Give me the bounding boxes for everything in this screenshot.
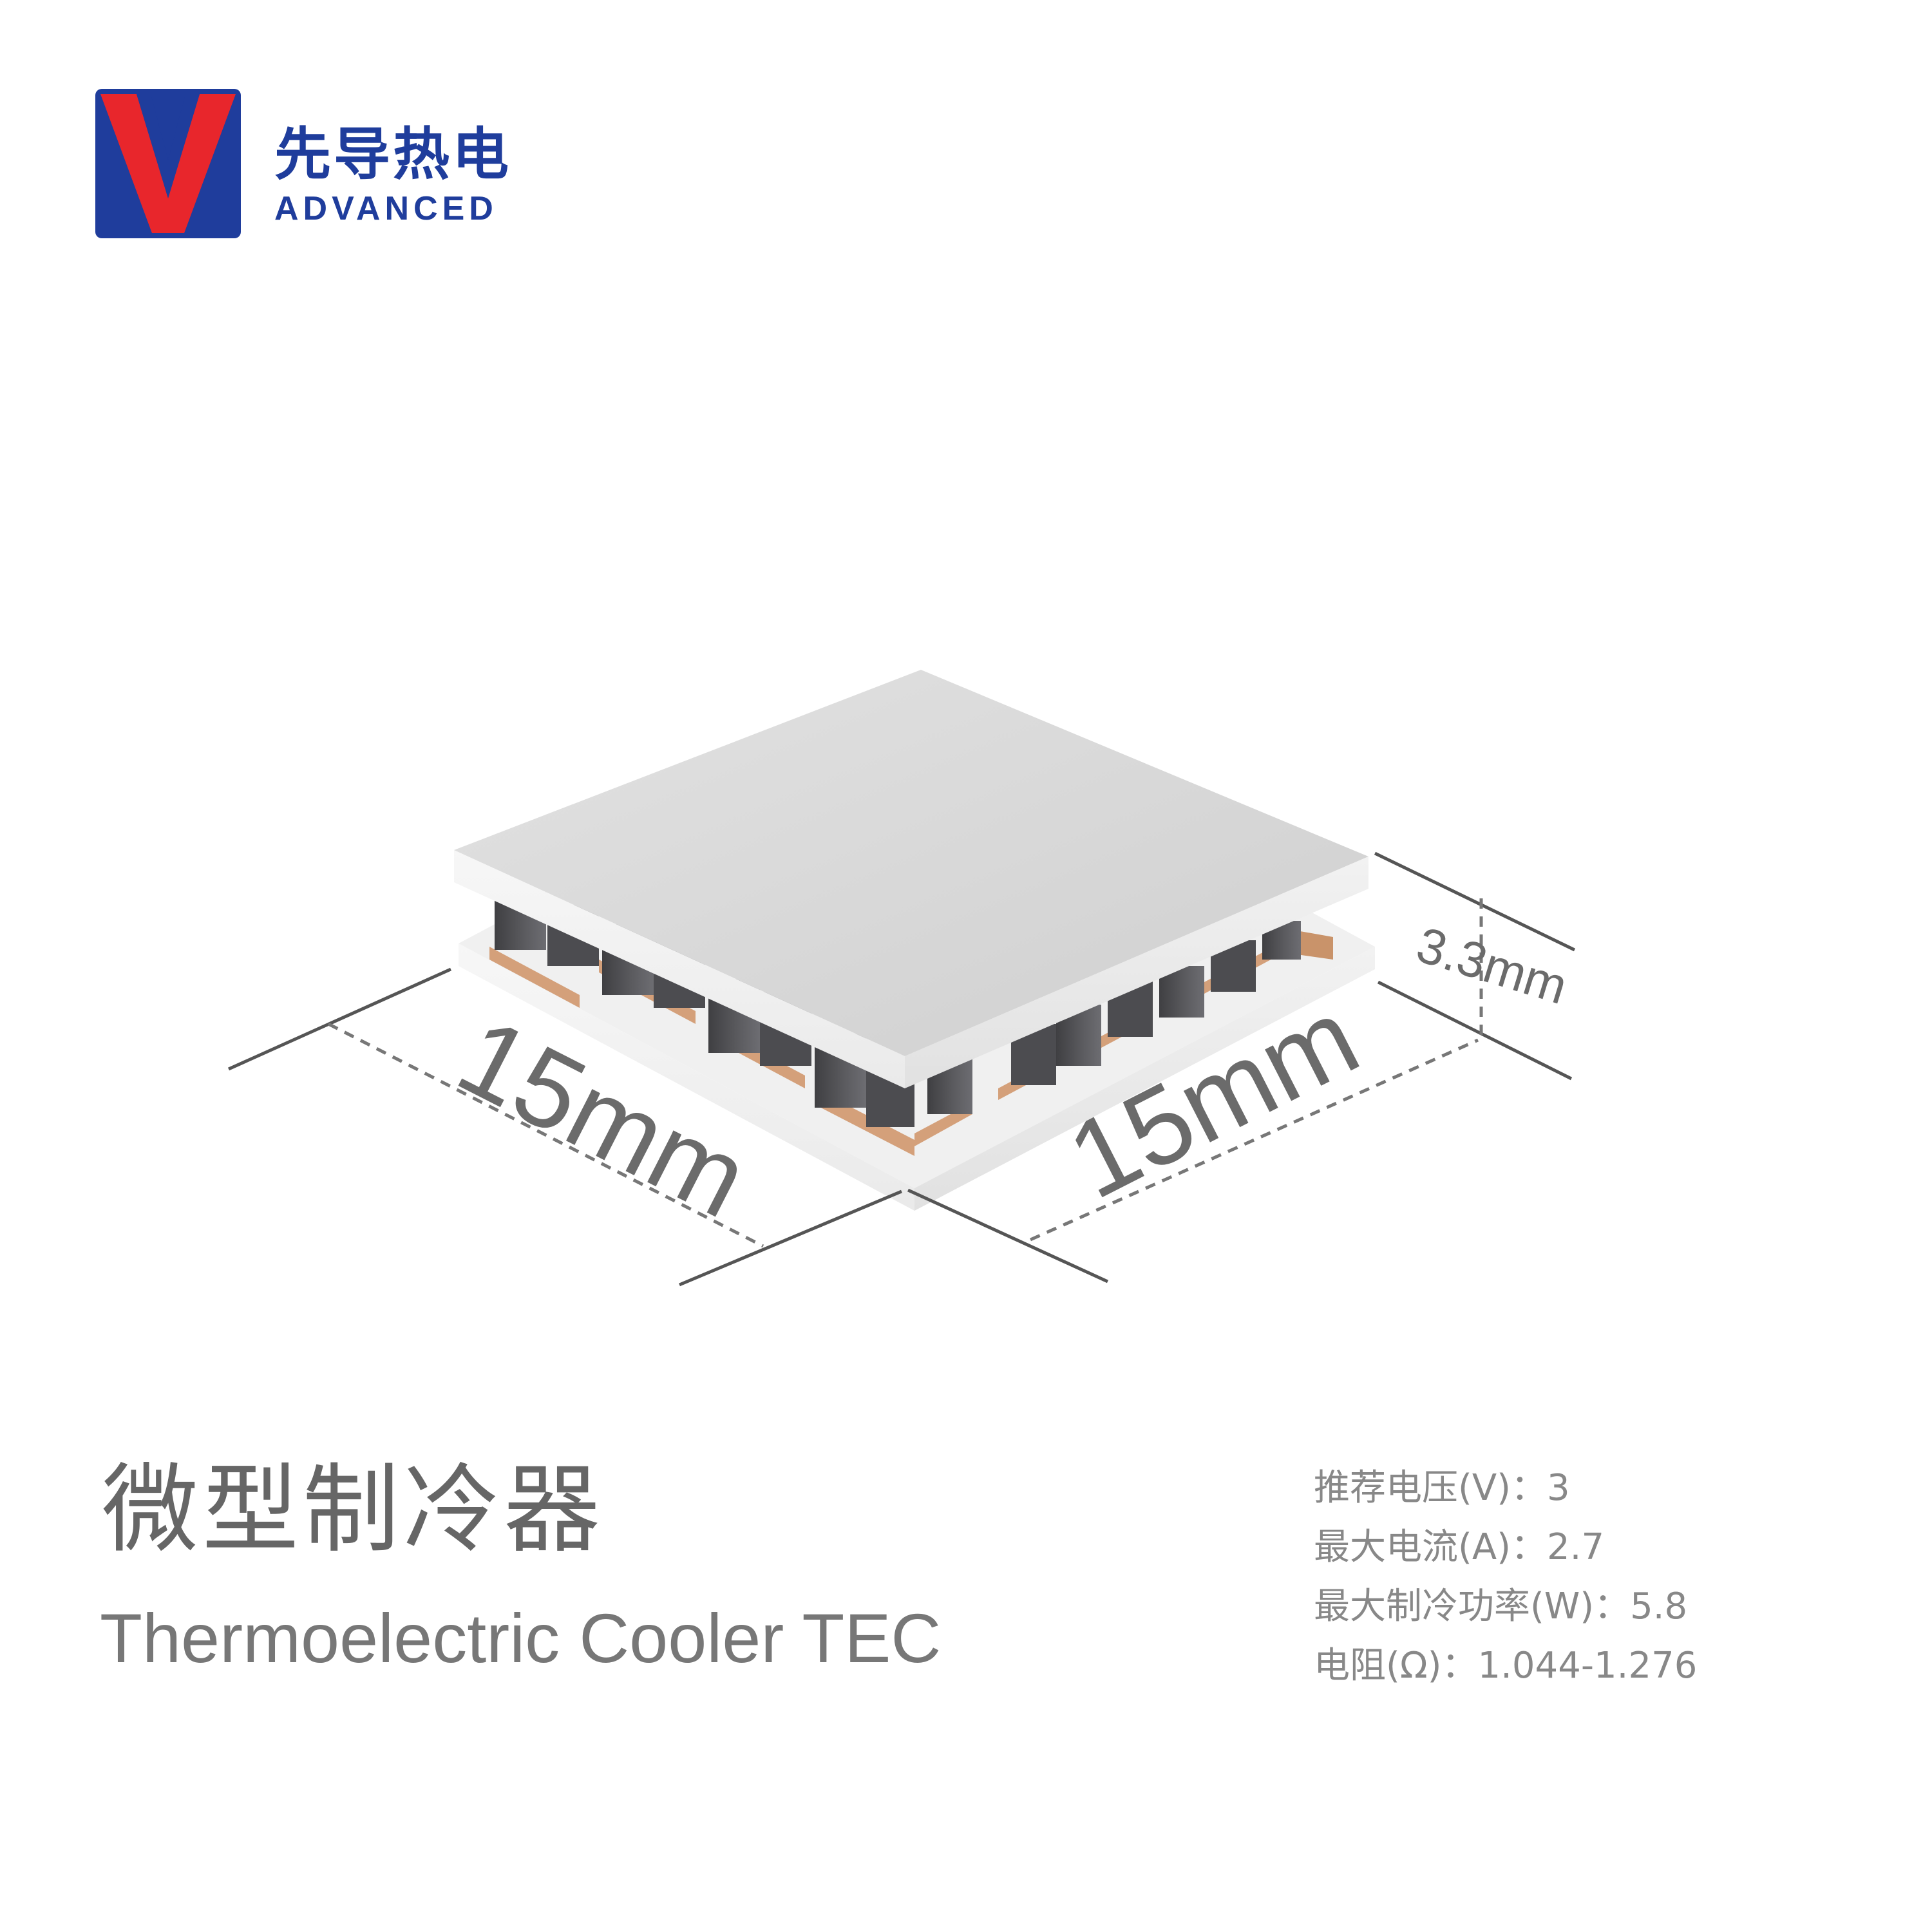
- brand-name-cn: 先导热电: [274, 121, 512, 187]
- spec-row-current: 最大电流(A)：2.7: [1314, 1518, 1893, 1577]
- v-logo-icon: [95, 89, 241, 238]
- spec-value: 2.7: [1547, 1526, 1605, 1568]
- spec-value: 3: [1547, 1467, 1570, 1509]
- spec-value: 1.044-1.276: [1477, 1645, 1698, 1687]
- spec-label: 最大电流(A)：: [1314, 1526, 1548, 1568]
- spec-row-cooling-power: 最大制冷功率(W)：5.8: [1314, 1577, 1893, 1636]
- spec-label: 电阻(Ω)：: [1314, 1645, 1478, 1687]
- product-title-en: Thermoelectric Cooler TEC: [100, 1599, 942, 1677]
- height-dimension-label: 3.3mm: [1410, 916, 1574, 1015]
- product-title-cn: 微型制冷器: [102, 1454, 605, 1566]
- spec-label: 最大制冷功率(W)：: [1314, 1586, 1631, 1627]
- dimension-lines: [227, 851, 1576, 1287]
- brand-name-en: ADVANCED: [274, 190, 498, 227]
- spec-row-voltage: 推荐电压(V)：3: [1314, 1459, 1893, 1518]
- spec-row-resistance: 电阻(Ω)：1.044-1.276: [1314, 1636, 1893, 1696]
- brand-logo: 先导热电 ADVANCED: [95, 89, 585, 240]
- spec-value: 5.8: [1630, 1586, 1688, 1627]
- dimension-dashed-lines: [327, 898, 1483, 1248]
- spec-list: 推荐电压(V)：3 最大电流(A)：2.7 最大制冷功率(W)：5.8 电阻(Ω…: [1314, 1459, 1893, 1696]
- top-ceramic-plate: [454, 670, 1368, 1088]
- spec-label: 推荐电压(V)：: [1314, 1467, 1548, 1509]
